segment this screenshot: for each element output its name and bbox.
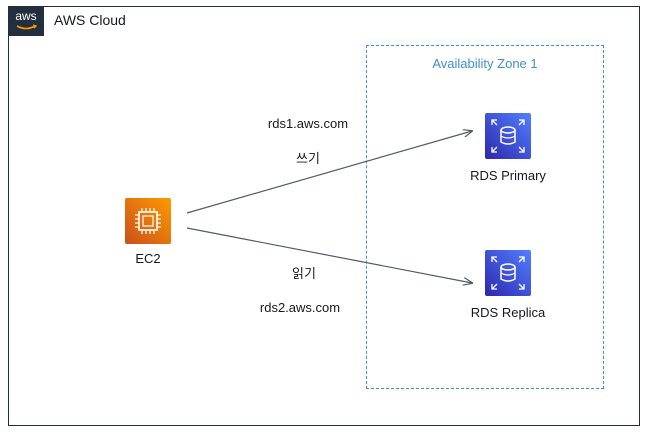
rds-replica-label: RDS Replica (470, 305, 546, 320)
rds-replica-icon (485, 250, 531, 296)
read-action-label: 읽기 (292, 266, 316, 281)
read-endpoint-label: rds2.aws.com (259, 300, 341, 315)
write-arrow (186, 131, 472, 214)
availability-zone-box (366, 45, 604, 389)
aws-logo: aws (8, 6, 44, 36)
cloud-title: AWS Cloud (54, 12, 126, 28)
ec2-label: EC2 (135, 251, 161, 266)
write-endpoint-label: rds1.aws.com (267, 116, 349, 131)
write-action-label: 쓰기 (296, 151, 320, 166)
rds-primary-icon (485, 113, 531, 159)
ec2-instance-icon (125, 198, 171, 244)
aws-cloud-frame (8, 6, 640, 426)
read-arrow (186, 227, 472, 283)
aws-logo-text: aws (15, 9, 37, 23)
rds-primary-label: RDS Primary (470, 168, 546, 183)
aws-smile-icon (16, 24, 38, 30)
availability-zone-title: Availability Zone 1 (432, 56, 538, 71)
